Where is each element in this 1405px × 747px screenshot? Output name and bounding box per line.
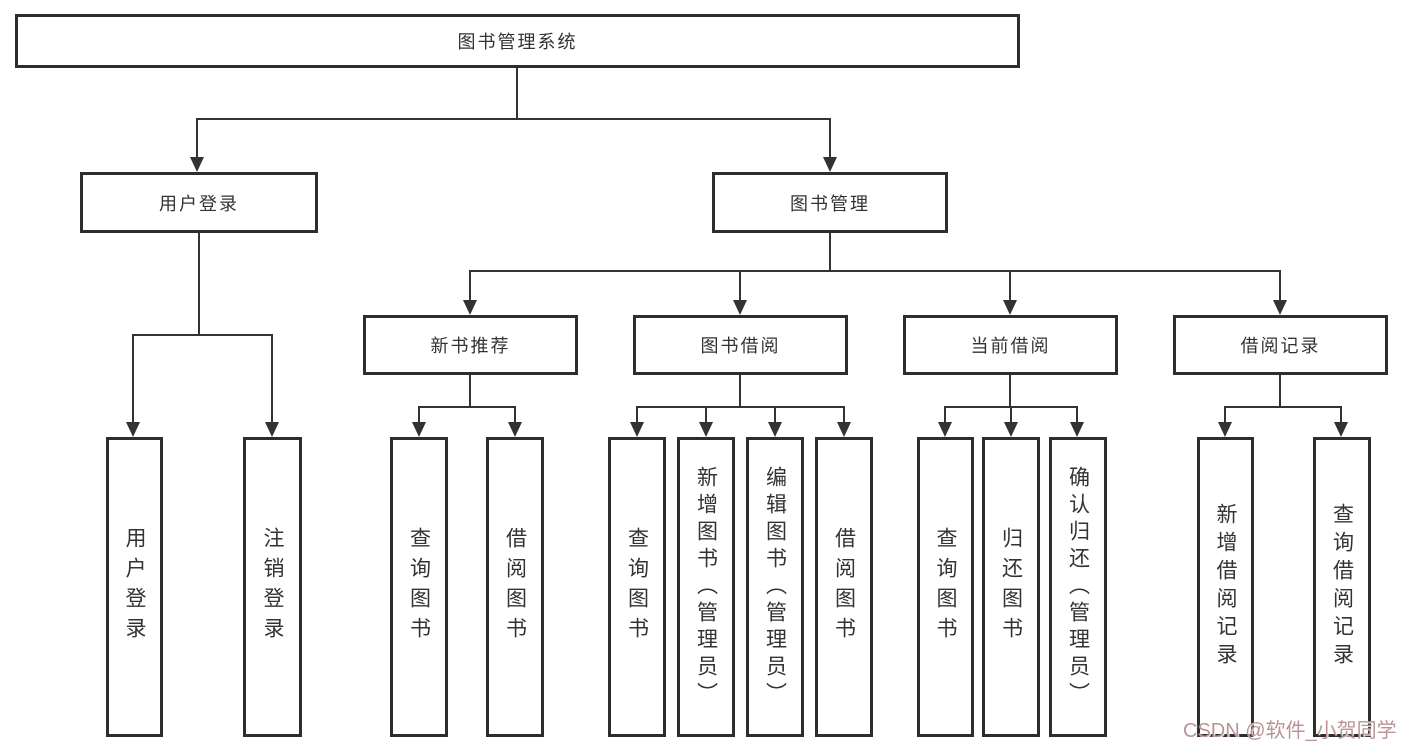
- arrowhead-to-user-login: [190, 157, 204, 172]
- connector-root-left-stem: [196, 118, 198, 158]
- leaf-borrow-borrow-label: 借阅图书: [832, 527, 856, 647]
- leaf-records-add: 新增借阅记录: [1197, 437, 1254, 737]
- connector-current-c3: [1076, 406, 1078, 422]
- arrowhead-to-logout-leaf: [265, 422, 279, 437]
- connector-root-stem: [516, 68, 518, 120]
- arrowhead-current-return: [1004, 422, 1018, 437]
- leaf-current-confirm-label: 确认归还（管理员）: [1066, 465, 1090, 709]
- arrowhead-to-book-mgmt: [823, 157, 837, 172]
- node-user-login: 用户登录: [80, 172, 318, 233]
- arrowhead-current-confirm: [1070, 422, 1084, 437]
- connector-bookmgmt-stem: [829, 233, 831, 272]
- leaf-newbook-borrow-label: 借阅图书: [503, 527, 527, 647]
- connector-root-right-stem: [829, 118, 831, 158]
- leaf-newbook-query-label: 查询图书: [407, 527, 431, 647]
- node-records: 借阅记录: [1173, 315, 1388, 375]
- leaf-current-return-label: 归还图书: [999, 527, 1023, 647]
- connector-current-c2: [1010, 406, 1012, 422]
- node-book-mgmt: 图书管理: [712, 172, 948, 233]
- connector-borrow-c3: [774, 406, 776, 422]
- leaf-borrow-add-label: 新增图书（管理员）: [694, 465, 718, 709]
- connector-userlogin-hline: [132, 334, 273, 336]
- connector-current-c1: [944, 406, 946, 422]
- connector-borrow-c1: [636, 406, 638, 422]
- node-root: 图书管理系统: [15, 14, 1020, 68]
- arrowhead-current-query: [938, 422, 952, 437]
- leaf-borrow-add: 新增图书（管理员）: [677, 437, 735, 737]
- leaf-current-return: 归还图书: [982, 437, 1040, 737]
- leaf-newbook-borrow: 借阅图书: [486, 437, 544, 737]
- connector-newbook-c2: [514, 406, 516, 422]
- arrowhead-to-login-leaf: [126, 422, 140, 437]
- leaf-newbook-query: 查询图书: [390, 437, 448, 737]
- connector-records-c2: [1340, 406, 1342, 422]
- arrowhead-borrow-query: [630, 422, 644, 437]
- arrowhead-newbook-borrow: [508, 422, 522, 437]
- node-current-label: 当前借阅: [970, 336, 1051, 356]
- connector-current-stem: [1009, 375, 1011, 408]
- connector-borrow-c2: [705, 406, 707, 422]
- connector-bookmgmt-hline: [469, 270, 1281, 272]
- connector-newbook-drop: [469, 270, 471, 300]
- connector-current-drop: [1009, 270, 1011, 300]
- connector-userlogin-stem: [198, 233, 200, 336]
- connector-newbook-c1: [418, 406, 420, 422]
- arrowhead-borrow-add: [699, 422, 713, 437]
- leaf-logout: 注销登录: [243, 437, 302, 737]
- connector-borrow-hline: [636, 406, 845, 408]
- connector-borrow-stem: [739, 375, 741, 408]
- node-new-book-label: 新书推荐: [430, 336, 511, 356]
- connector-records-c1: [1224, 406, 1226, 422]
- arrowhead-records-add: [1218, 422, 1232, 437]
- node-records-label: 借阅记录: [1240, 336, 1321, 356]
- arrowhead-to-current: [1003, 300, 1017, 315]
- leaf-borrow-borrow: 借阅图书: [815, 437, 873, 737]
- leaf-current-query-label: 查询图书: [934, 527, 957, 647]
- node-borrow: 图书借阅: [633, 315, 848, 375]
- node-current: 当前借阅: [903, 315, 1118, 375]
- node-root-label: 图书管理系统: [457, 32, 578, 52]
- node-book-mgmt-label: 图书管理: [790, 193, 870, 214]
- leaf-records-query-label: 查询借阅记录: [1330, 503, 1354, 671]
- leaf-user-login: 用户登录: [106, 437, 163, 737]
- connector-userlogin-child1-stem: [132, 334, 134, 422]
- leaf-borrow-query-label: 查询图书: [625, 527, 649, 647]
- leaf-borrow-edit-label: 编辑图书（管理员）: [763, 465, 787, 709]
- leaf-user-login-label: 用户登录: [123, 527, 146, 647]
- arrowhead-borrow-edit: [768, 422, 782, 437]
- connector-borrow-drop: [739, 270, 741, 300]
- arrowhead-to-records: [1273, 300, 1287, 315]
- connector-records-stem: [1279, 375, 1281, 408]
- node-new-book: 新书推荐: [363, 315, 578, 375]
- leaf-records-add-label: 新增借阅记录: [1214, 503, 1237, 671]
- csdn-watermark: CSDN @软件_小贺同学: [1183, 720, 1397, 742]
- arrowhead-records-query: [1334, 422, 1348, 437]
- leaf-current-confirm: 确认归还（管理员）: [1049, 437, 1107, 737]
- arrowhead-to-new-book: [463, 300, 477, 315]
- leaf-borrow-query: 查询图书: [608, 437, 666, 737]
- leaf-logout-label: 注销登录: [261, 527, 284, 647]
- connector-newbook-hline: [418, 406, 516, 408]
- connector-root-hline: [196, 118, 831, 120]
- arrowhead-newbook-query: [412, 422, 426, 437]
- leaf-current-query: 查询图书: [917, 437, 974, 737]
- connector-borrow-c4: [843, 406, 845, 422]
- connector-records-drop: [1279, 270, 1281, 300]
- connector-newbook-stem: [469, 375, 471, 408]
- connector-records-hline: [1224, 406, 1342, 408]
- node-user-login-label: 用户登录: [159, 193, 239, 214]
- node-borrow-label: 图书借阅: [700, 336, 781, 356]
- leaf-borrow-edit: 编辑图书（管理员）: [746, 437, 804, 737]
- leaf-records-query: 查询借阅记录: [1313, 437, 1371, 737]
- arrowhead-borrow-borrow: [837, 422, 851, 437]
- arrowhead-to-borrow: [733, 300, 747, 315]
- connector-userlogin-child2-stem: [271, 334, 273, 422]
